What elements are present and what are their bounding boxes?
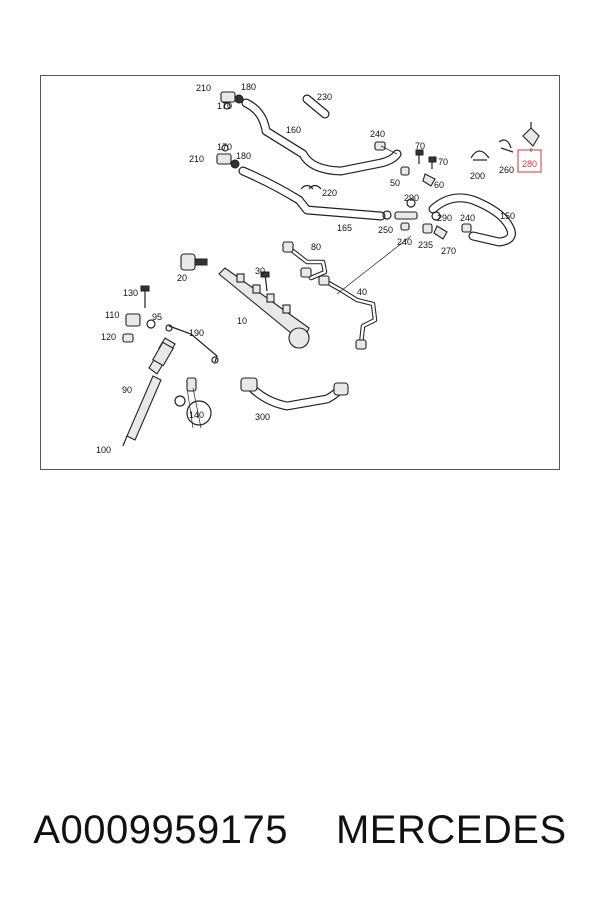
- label-100: 100: [96, 445, 111, 455]
- label-90: 90: [122, 385, 132, 395]
- fitting-60: [422, 173, 436, 187]
- ring-290-left: [406, 198, 416, 208]
- label-165: 165: [337, 223, 352, 233]
- screw-70-left: [415, 149, 424, 164]
- leader-lines: [186, 145, 532, 429]
- label-180-top: 180: [241, 82, 256, 92]
- clamp-200: [470, 150, 490, 161]
- sleeve-120: [122, 333, 134, 343]
- label-20: 20: [177, 273, 187, 283]
- pipe-300: [240, 377, 349, 411]
- connector-235: [422, 223, 433, 234]
- label-290-right: 290: [437, 213, 452, 223]
- ring-290-right: [431, 211, 441, 221]
- part-number: A0009959175: [33, 807, 288, 852]
- clip-260: [498, 139, 514, 153]
- screw-70-right: [428, 156, 437, 169]
- parts-diagram-frame: 210 180 170 230 160 240 70 70 170 210 18…: [40, 75, 560, 470]
- label-40: 40: [357, 287, 367, 297]
- label-210-top: 210: [196, 83, 211, 93]
- bolt-30: [260, 271, 270, 292]
- line-40: [318, 275, 378, 350]
- clip-220: [300, 184, 322, 190]
- clamp-240-right: [461, 223, 472, 233]
- label-50: 50: [390, 178, 400, 188]
- sensor-20: [180, 253, 208, 271]
- label-200: 200: [470, 171, 485, 181]
- part-labels: 210 180 170 230 160 240 70 70 170 210 18…: [96, 82, 537, 455]
- label-270: 270: [441, 246, 456, 256]
- hose-160: [241, 98, 402, 176]
- label-10: 10: [237, 316, 247, 326]
- label-70-right: 70: [438, 157, 448, 167]
- label-190: 190: [189, 328, 204, 338]
- label-240-mid: 240: [397, 237, 412, 247]
- clamp-240-mid: [400, 222, 410, 231]
- sleeve-230: [302, 94, 330, 119]
- label-220: 220: [322, 188, 337, 198]
- washer-95: [146, 319, 156, 329]
- valve-280: [522, 122, 540, 147]
- label-80: 80: [311, 242, 321, 252]
- label-280: 280: [522, 159, 537, 169]
- label-235: 235: [418, 240, 433, 250]
- label-210-mid: 210: [189, 154, 204, 164]
- label-180-mid: 180: [236, 151, 251, 161]
- label-60: 60: [434, 180, 444, 190]
- bracket-190: [165, 324, 219, 364]
- caption-bar: A0009959175 MERCEDES: [0, 800, 600, 860]
- label-290-left: 290: [404, 193, 419, 203]
- label-260: 260: [499, 165, 514, 175]
- connector-210-180-170-mid: [216, 144, 240, 169]
- fitting-270: [433, 225, 448, 240]
- rail-10: [218, 267, 310, 349]
- label-240-right: 240: [460, 213, 475, 223]
- label-230: 230: [317, 92, 332, 102]
- fuel-system-exploded-diagram: 210 180 170 230 160 240 70 70 170 210 18…: [96, 82, 542, 455]
- label-95: 95: [152, 312, 162, 322]
- label-250: 250: [378, 225, 393, 235]
- label-240-top: 240: [370, 129, 385, 139]
- label-130: 130: [123, 288, 138, 298]
- clamp-240-top: [374, 141, 386, 151]
- label-170-top: 170: [217, 101, 232, 111]
- clamp-110: [125, 313, 141, 327]
- label-300: 300: [255, 412, 270, 422]
- label-170-mid: 170: [217, 142, 232, 152]
- connector-210-180-170-top: [220, 91, 244, 110]
- label-120: 120: [101, 332, 116, 342]
- label-150: 150: [500, 211, 515, 221]
- label-110: 110: [105, 310, 119, 320]
- seal-140: [174, 377, 212, 426]
- label-160: 160: [286, 125, 301, 135]
- label-140: 140: [189, 410, 204, 420]
- injector-90: [122, 337, 176, 447]
- highlight-box-280: [517, 149, 542, 173]
- brand-name: MERCEDES: [335, 807, 567, 852]
- screw-130: [140, 285, 150, 308]
- label-70-left: 70: [415, 141, 425, 151]
- connector-250: [382, 210, 418, 220]
- fitting-50: [400, 166, 410, 176]
- label-30: 30: [255, 266, 265, 276]
- hose-150: [428, 193, 516, 247]
- line-80: [282, 241, 328, 281]
- hose-165: [238, 166, 386, 221]
